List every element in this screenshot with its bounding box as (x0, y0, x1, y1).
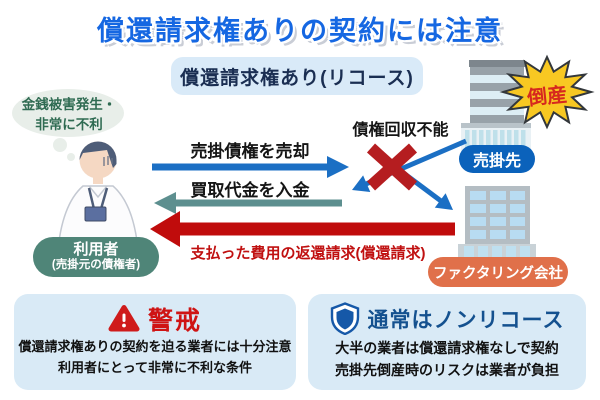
customer-label-pill: 売掛先 (459, 145, 535, 173)
sell-arrow-label: 売掛債権を売却 (190, 142, 310, 161)
factoring-label-pill: ファクタリング会社 (428, 257, 568, 287)
thought-line-2: 非常に不利 (35, 116, 103, 132)
uncollectible-label: 債権回収不能 (352, 122, 449, 139)
sell-arrow (152, 156, 349, 178)
warning-panel: 警戒 償還請求権ありの契約を迫る業者には十分注意 利用者にとって非常に不利な条件 (14, 294, 296, 390)
user-label: 利用者 (73, 241, 119, 259)
non-recourse-panel: 通常はノンリコース 大半の業者は償還請求権なしで契約 売掛先倒産時のリスクは業者… (308, 294, 586, 390)
warning-triangle-icon (108, 305, 140, 332)
recourse-subtitle-badge: 償還請求権あり(リコース) (171, 57, 423, 95)
warning-heading: 警戒 (147, 306, 202, 335)
shield-icon (330, 302, 359, 335)
user-sublabel: (売掛元の債権者) (51, 258, 141, 271)
user-thought-text: 金銭被害発生・ 非常に不利 (15, 95, 123, 134)
warning-panel-header: 警戒 (108, 300, 202, 337)
recourse-arrow-label: 支払った費用の返還請求(償還請求) (190, 245, 426, 262)
non-recourse-line-1: 大半の業者は償還請求権なしで契約 (335, 340, 559, 356)
warning-line-1: 償還請求権ありの契約を迫る業者には十分注意 (18, 339, 292, 354)
x-mark-icon (366, 143, 418, 191)
non-recourse-line-2: 売掛先倒産時のリスクは業者が負担 (335, 362, 559, 379)
factoring-building-icon (458, 186, 536, 260)
user-label-pill: 利用者 (売掛元の債権者) (33, 237, 159, 277)
page-title: 償還請求権ありの契約には注意 (97, 16, 503, 46)
non-recourse-heading: 通常はノンリコース (367, 308, 565, 332)
bankruptcy-starburst-icon (499, 54, 595, 130)
recourse-arrow (150, 211, 455, 247)
non-recourse-panel-header: 通常はノンリコース (330, 300, 565, 337)
thought-line-1: 金銭被害発生・ (21, 97, 117, 112)
warning-line-2: 利用者にとって非常に不利な条件 (58, 359, 252, 375)
thought-bubble-icon (12, 89, 124, 161)
deposit-arrow (154, 192, 342, 214)
deposit-arrow-label: 買取代金を入金 (190, 181, 310, 200)
